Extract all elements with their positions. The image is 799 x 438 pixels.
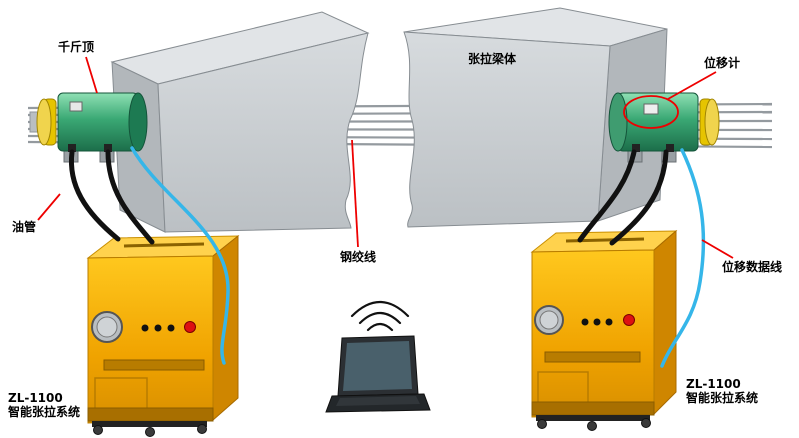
label-left-system-model: ZL-1100 <box>8 391 63 405</box>
label-beam-body: 张拉梁体 <box>468 52 517 66</box>
label-right-system-name: 智能张拉系统 <box>686 391 759 405</box>
tensioning-machine-right <box>530 229 678 431</box>
label-oil-pipe: 油管 <box>12 220 37 234</box>
oil-pipes-right <box>577 149 669 246</box>
beam-block-left <box>110 11 370 233</box>
power-button <box>623 314 635 326</box>
displacement-data-line-right <box>660 148 706 368</box>
tensioning-machine-left <box>86 234 240 437</box>
leader-displacement-gauge <box>667 71 717 100</box>
tray-slot <box>103 359 205 371</box>
casters-right <box>537 418 651 431</box>
casters-left <box>93 424 207 437</box>
label-displacement-data-line: 位移数据线 <box>722 260 783 274</box>
leader-jack <box>85 56 98 94</box>
annotations <box>37 56 734 259</box>
laptop <box>325 335 431 413</box>
leader-displacement-data-line <box>701 239 734 259</box>
tray-slot <box>544 351 641 363</box>
oil-pipes-left <box>68 149 155 245</box>
power-button <box>184 321 196 333</box>
label-steel-strand: 钢绞线 <box>340 250 377 264</box>
label-left-system-name: 智能张拉系统 <box>8 405 81 419</box>
laptop-screen <box>343 341 412 391</box>
leader-oil-pipe <box>37 193 61 221</box>
wifi-signal-icon <box>350 301 410 332</box>
label-jack: 千斤顶 <box>58 40 95 54</box>
label-displacement-gauge: 位移计 <box>704 56 741 70</box>
leader-steel-strand <box>351 139 359 248</box>
beam-block-right <box>403 7 668 228</box>
displacement-data-line-left <box>130 146 230 365</box>
label-right-system-model: ZL-1100 <box>686 377 741 391</box>
jack-left-port <box>69 101 83 112</box>
displacement-gauge-highlight-ellipse <box>623 95 679 129</box>
displacement-sensor <box>643 103 659 115</box>
